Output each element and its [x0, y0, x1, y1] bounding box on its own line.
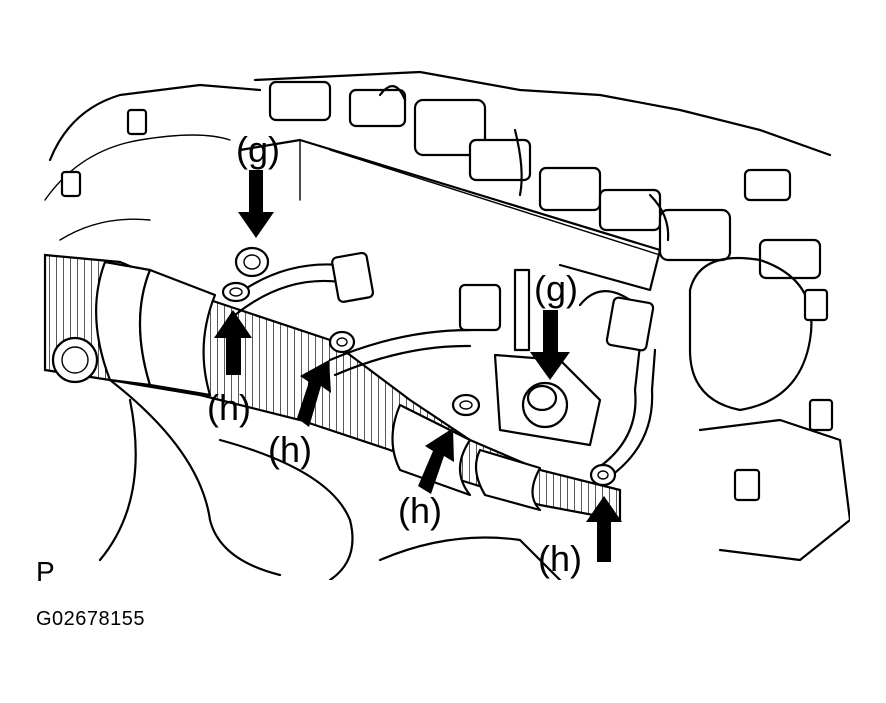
callout-g: (g): [236, 129, 280, 170]
callout-h: (h): [207, 387, 251, 428]
intake-surface: [218, 438, 354, 580]
stud: [808, 398, 834, 432]
callout-h: (h): [268, 429, 312, 470]
stud: [803, 288, 829, 322]
intake-surface: [98, 398, 137, 562]
nut-h: [328, 330, 356, 354]
arrow-h-1: [214, 310, 252, 375]
intake-surface: [108, 378, 282, 577]
nut-h: [451, 393, 481, 417]
engine-outline-top: [253, 70, 832, 157]
arrow-g-right: [530, 310, 570, 380]
ignition-coils: [268, 80, 822, 280]
fuel-hose: [328, 328, 472, 362]
bolt-g: [234, 246, 270, 278]
arrow-h-2: [297, 360, 331, 427]
engine-outline-upper-left: [48, 83, 262, 162]
fuel-hose: [593, 343, 642, 472]
stud: [60, 170, 82, 198]
stud: [513, 268, 531, 352]
arrow-h-4: [586, 496, 622, 562]
port-opening: [51, 336, 99, 384]
fuel-hose: [233, 279, 342, 317]
fuel-hose: [606, 348, 657, 480]
engine-contour: [59, 218, 151, 241]
nut-h: [589, 463, 617, 487]
arrow-h-3: [418, 428, 454, 494]
corner-mark: P: [36, 556, 55, 587]
bolt-g: [521, 381, 569, 429]
top-rail-edge: [299, 139, 661, 256]
nut-h: [221, 281, 251, 303]
injector-connector: [605, 296, 655, 352]
intake-surface: [378, 536, 562, 580]
injector-connector: [331, 251, 375, 303]
oil-cap: [688, 256, 813, 412]
callout-h: (h): [398, 490, 442, 531]
arrow-g-top-left: [238, 170, 274, 238]
injector-connector: [458, 283, 502, 332]
callout-g: (g): [534, 268, 578, 309]
top-rail: [238, 138, 662, 292]
callout-h: (h): [538, 538, 582, 579]
fuel-hose: [333, 344, 472, 377]
engine-outline-right: [698, 418, 850, 562]
stud: [733, 468, 761, 502]
figure-id: G02678155: [36, 608, 146, 630]
stud: [126, 108, 148, 136]
